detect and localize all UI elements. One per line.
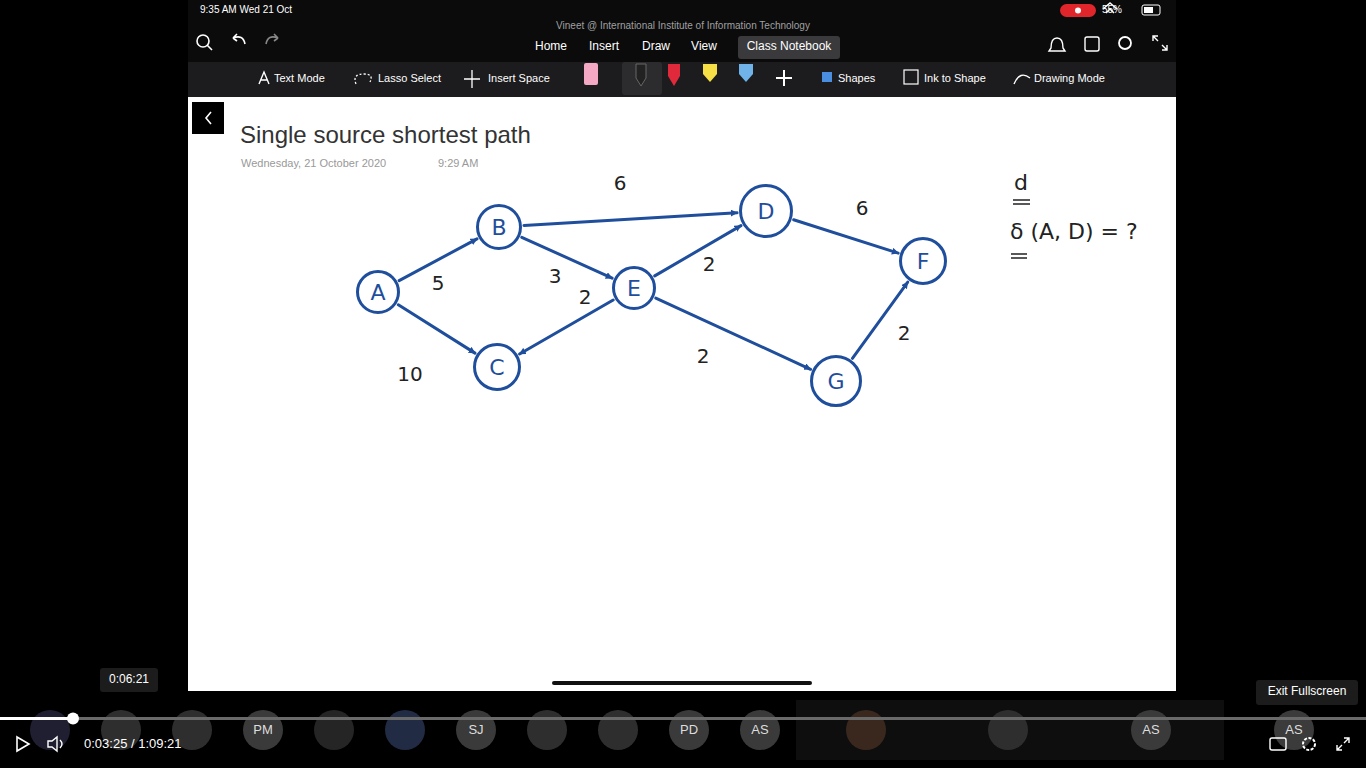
tooltip: Exit Fullscreen [1268, 685, 1347, 699]
edge-weight: 2 [579, 286, 592, 309]
edge-weight: 10 [397, 363, 422, 386]
graph-vertex: E [612, 266, 656, 310]
hover-time: 0:06:21 [109, 673, 149, 687]
menu-tab: Class Notebook [747, 40, 832, 54]
weighted-arrow [655, 226, 741, 276]
weighted-arrow [524, 213, 737, 226]
edge-weight: 2 [898, 322, 911, 345]
weighted-arrow [520, 300, 614, 354]
weighted-arrow [852, 282, 907, 358]
edge-weight: 6 [856, 197, 869, 220]
vertex-letter: E [627, 276, 641, 301]
edge-weight: 6 [614, 172, 627, 195]
menu-tab: View [691, 40, 717, 54]
battery-level: 55% [1102, 4, 1122, 16]
avatar-initials: AS [1285, 723, 1302, 738]
tool-button: Text Mode [274, 72, 325, 85]
edge-weight: 3 [549, 265, 562, 288]
page-date: Wednesday, 21 October 2020 [241, 157, 386, 170]
vertex-letter: C [489, 355, 504, 380]
tool-button: Lasso Select [378, 72, 441, 85]
vertex-letter: A [370, 280, 385, 305]
window-title: Vineet @ International Institute of Info… [556, 20, 810, 32]
tool-button: Ink to Shape [924, 72, 986, 85]
graph-vertex: G [810, 355, 862, 407]
graph-vertex: C [473, 343, 521, 391]
menu-tab: Insert [589, 40, 619, 54]
page-title: Single source shortest path [240, 121, 531, 149]
status-time: 9:35 AM Wed 21 Oct [200, 4, 292, 16]
edge-weight: 5 [432, 272, 445, 295]
weighted-arrow [656, 298, 811, 369]
playback-time: 0:03:25 / 1:09:21 [84, 737, 182, 752]
avatar-initials: AS [751, 723, 768, 738]
menu-tab: Home [535, 40, 567, 54]
weighted-arrow [398, 305, 475, 353]
vertex-letter: F [917, 249, 930, 274]
vertex-letter: G [827, 369, 844, 394]
avatar-initials: SJ [468, 723, 483, 738]
weighted-arrow [522, 237, 612, 278]
tool-button: Drawing Mode [1034, 72, 1105, 85]
graph-vertex: A [356, 270, 400, 314]
edge-weight: 2 [703, 253, 716, 276]
avatar-initials: PD [680, 723, 698, 738]
tool-button: Shapes [838, 72, 875, 85]
edge-weight: 2 [697, 345, 710, 368]
page-time: 9:29 AM [438, 157, 478, 170]
avatar-initials: PM [253, 723, 273, 738]
graph-vertex: F [899, 237, 947, 285]
vertex-letter: D [758, 199, 775, 224]
vertex-letter: B [491, 215, 506, 240]
graph-vertex: B [476, 204, 522, 250]
handwritten-note: d [1014, 170, 1028, 195]
menu-tab: Draw [642, 40, 670, 54]
graph-vertex: D [739, 184, 793, 238]
weighted-arrow [794, 220, 899, 253]
avatar-initials: AS [1142, 723, 1159, 738]
handwritten-note: δ (A, D) = ? [1010, 219, 1138, 244]
tool-button: Insert Space [488, 72, 550, 85]
